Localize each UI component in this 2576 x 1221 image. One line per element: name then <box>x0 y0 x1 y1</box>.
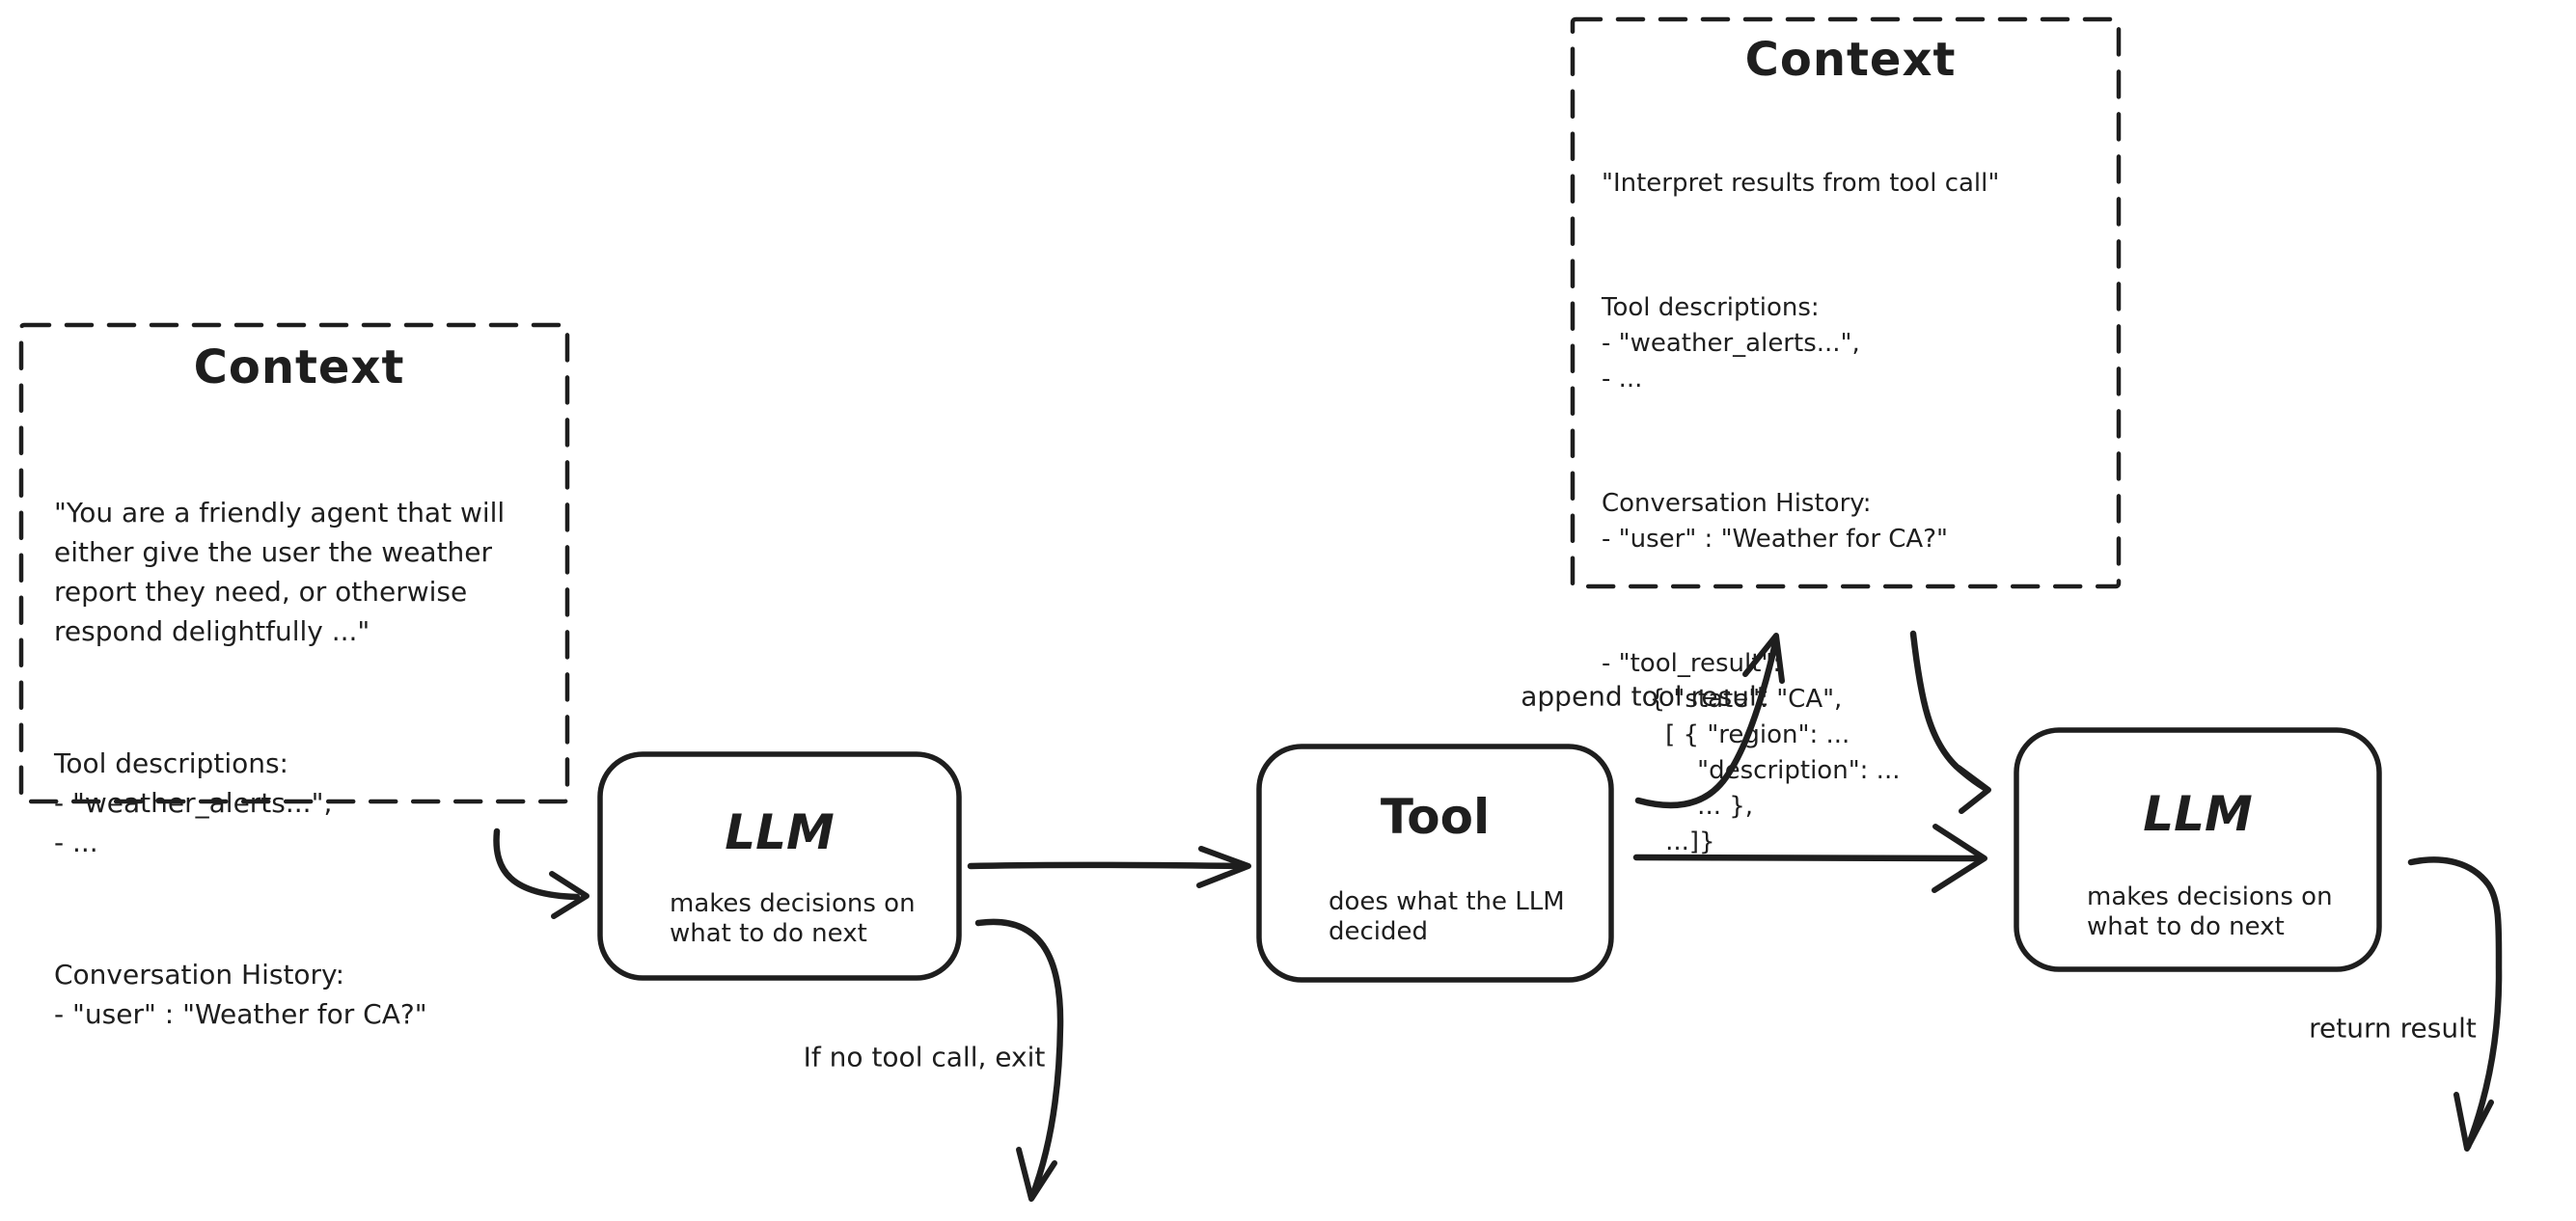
arrow-context-to-llm-first <box>493 828 581 901</box>
llm-second-title: LLM <box>2143 786 2253 842</box>
context-right-tool-result: - "tool_result": { "state": "CA", [ { "r… <box>1602 649 1901 856</box>
tool-node: Tool does what the LLM decided <box>1259 746 1611 980</box>
llm-first-title: LLM <box>725 804 835 860</box>
context-right-tool-descriptions: Tool descriptions: - "weather_alerts..."… <box>1602 293 1860 393</box>
llm-first-subtitle: makes decisions on what to do next <box>670 889 916 948</box>
arrow-tool-to-llm-second <box>1632 854 1982 862</box>
arrow-llm-first-to-tool <box>967 861 1248 870</box>
return-result-label: return result <box>2309 1012 2477 1045</box>
arrow-llm-first-exit <box>974 918 1064 1200</box>
context-left-title: Context <box>193 340 405 394</box>
llm-second-node: LLM makes decisions on what to do next <box>2016 730 2379 969</box>
context-right-title: Context <box>1744 33 1957 87</box>
context-right-conversation-history: Conversation History: - "user" : "Weathe… <box>1602 489 1948 554</box>
arrow-context-right-to-llm-second-head <box>1956 765 1991 814</box>
llm-second-subtitle: makes decisions on what to do next <box>2087 882 2333 941</box>
no-tool-call-exit-label: If no tool call, exit <box>803 1041 1046 1073</box>
llm-second-outline <box>2014 727 2382 972</box>
tool-subtitle: does what the LLM decided <box>1329 887 1565 946</box>
tool-title: Tool <box>1380 789 1491 845</box>
arrow-llm-first-exit-head <box>1016 1147 1057 1202</box>
arrow-tool-to-context-right-head <box>1742 633 1785 684</box>
context-left-box: Context "You are a friendly agent that w… <box>21 325 567 1030</box>
context-left-conversation-history: Conversation History: - "user" : "Weathe… <box>54 959 427 1030</box>
arrow-llm-second-return-head <box>2453 1092 2494 1152</box>
arrow-llm-second-return <box>2407 856 2503 1151</box>
tool-outline <box>1256 744 1614 983</box>
context-left-system-prompt: "You are a friendly agent that will eith… <box>54 497 506 647</box>
arrow-tool-to-llm-second-head <box>1932 824 1987 893</box>
context-right-outline <box>1570 16 2122 589</box>
append-tool-result-label: append tool result <box>1521 680 1768 713</box>
context-right-box: Context "Interpret results from tool cal… <box>1573 19 2119 856</box>
context-right-system-prompt: "Interpret results from tool call" <box>1602 169 2000 198</box>
arrow-tool-to-context-right <box>1634 636 1780 809</box>
context-left-tool-descriptions: Tool descriptions: - "weather_alerts..."… <box>54 747 333 858</box>
context-left-outline <box>18 322 570 804</box>
arrow-context-to-llm-first-head <box>549 871 589 919</box>
arrow-llm-first-to-tool-head <box>1196 846 1251 888</box>
llm-first-node: LLM makes decisions on what to do next <box>600 754 959 978</box>
llm-first-outline <box>597 751 962 981</box>
